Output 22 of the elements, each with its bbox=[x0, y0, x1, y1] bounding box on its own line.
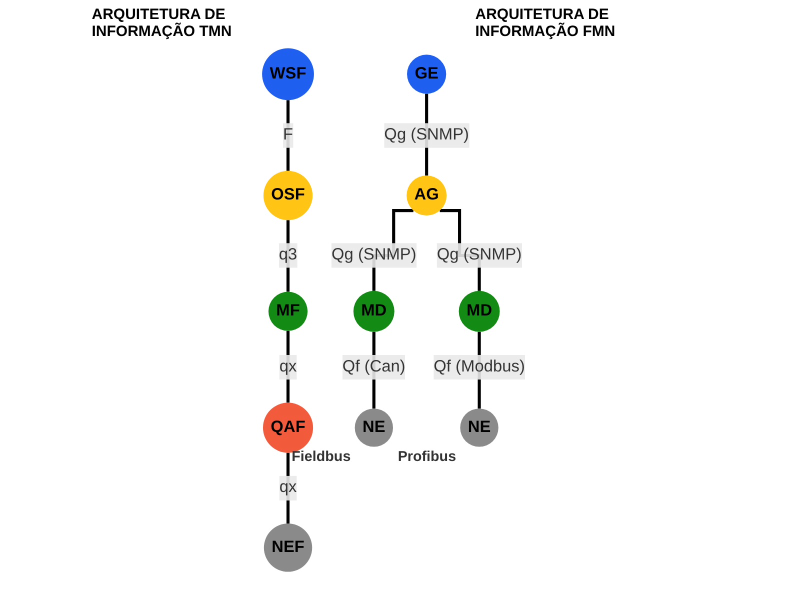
edge-label: Qf (Can) bbox=[342, 358, 406, 376]
node-circle: OSF bbox=[263, 170, 313, 220]
node-circle: MD bbox=[458, 290, 500, 332]
edge-label: Qg (SNMP) bbox=[331, 246, 416, 264]
section-heading: ARQUITETURA DE INFORMAÇÃO TMN bbox=[92, 6, 233, 40]
node-circle: AG bbox=[406, 175, 447, 216]
node-circle: NEF bbox=[264, 524, 312, 572]
node-circle: MF bbox=[268, 292, 308, 331]
edge-label: Qf (Modbus) bbox=[434, 358, 525, 376]
edge-label: Qg (SNMP) bbox=[384, 126, 470, 144]
section-heading: ARQUITETURA DE INFORMAÇÃO FMN bbox=[475, 6, 616, 40]
edge-label: qx bbox=[279, 358, 297, 376]
node-circle: WSF bbox=[262, 48, 314, 100]
node-circle: NE bbox=[354, 408, 393, 447]
edge-label: F bbox=[283, 126, 294, 144]
node-circle: GE bbox=[407, 54, 446, 94]
edge-label: Qg (SNMP) bbox=[436, 246, 522, 264]
edge-label: q3 bbox=[278, 246, 298, 264]
edge-label: qx bbox=[279, 478, 297, 496]
node-circle: MD bbox=[353, 290, 394, 332]
bus-caption: Profibus bbox=[398, 449, 456, 466]
node-circle: NE bbox=[460, 408, 498, 447]
